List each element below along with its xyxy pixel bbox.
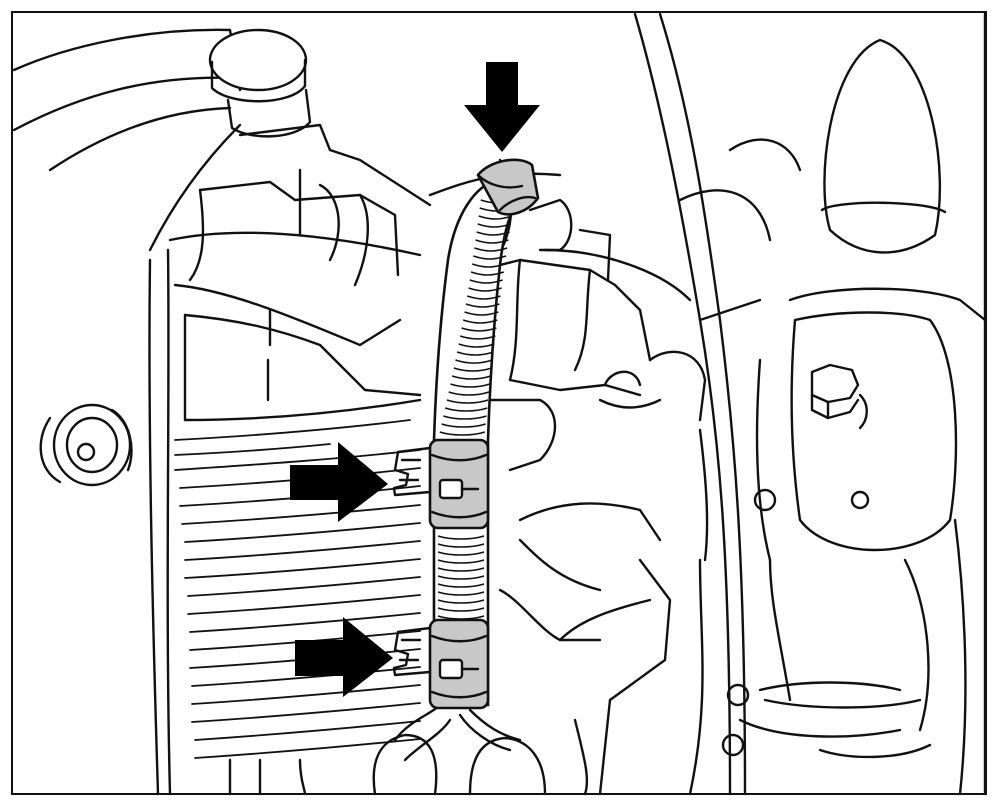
harness-top-grommet: [476, 158, 540, 216]
harness-clamp-upper: [428, 438, 490, 530]
conduit-rib: [437, 591, 485, 596]
conduit-rib: [470, 271, 505, 276]
conduit-rib: [461, 327, 497, 332]
conduit-rib: [453, 367, 492, 372]
conduit-rib: [448, 391, 490, 396]
conduit-rib: [437, 559, 485, 564]
conduit-rib: [466, 295, 501, 300]
conduit-rib: [437, 535, 485, 540]
conduit-rib: [437, 551, 485, 556]
conduit-rib: [465, 303, 500, 308]
conduit-rib: [441, 423, 486, 428]
clip-bracket-lower: [392, 626, 432, 677]
conduit-rib: [464, 311, 499, 316]
conduit-rib: [439, 431, 486, 436]
indicator-arrow-lower: [295, 617, 393, 697]
conduit-rib: [474, 247, 508, 252]
connectors: [228, 703, 547, 796]
conduit-rib: [443, 415, 487, 420]
conduit-rib: [451, 375, 491, 380]
conduit-rib: [455, 359, 493, 364]
indicator-arrow-top: [464, 62, 540, 152]
indicator-arrow-upper: [290, 442, 388, 522]
conduit-rib: [478, 215, 513, 220]
clip-bracket-upper: [392, 446, 432, 497]
conduit-rib: [437, 607, 485, 612]
conduit-rib: [437, 583, 485, 588]
conduit-rib: [477, 223, 512, 228]
strut-dome: [208, 28, 312, 138]
conduit-rib: [473, 255, 507, 260]
conduit-rib: [458, 343, 495, 348]
conduit-rib: [462, 319, 498, 324]
hex-bolt: [810, 363, 868, 430]
conduit-rib: [437, 543, 485, 548]
body-panel: [573, 12, 987, 796]
conduit-rib: [450, 383, 491, 388]
conduit-rib: [459, 335, 496, 340]
round-bolt: [39, 403, 133, 487]
conduit-rib: [469, 279, 503, 284]
conduit-rib: [437, 599, 485, 604]
conduit-rib: [456, 351, 494, 356]
background-structure: [12, 12, 987, 796]
conduit-rib: [468, 287, 502, 292]
conduit-rib: [475, 239, 509, 244]
conduit-rib: [437, 567, 485, 572]
conduit-rib: [444, 407, 488, 412]
conduit-rib: [446, 399, 489, 404]
conduit-rib: [476, 231, 510, 236]
conduit-rib: [437, 575, 485, 580]
harness-clamp-lower: [428, 618, 490, 710]
conduit-rib: [471, 263, 506, 268]
